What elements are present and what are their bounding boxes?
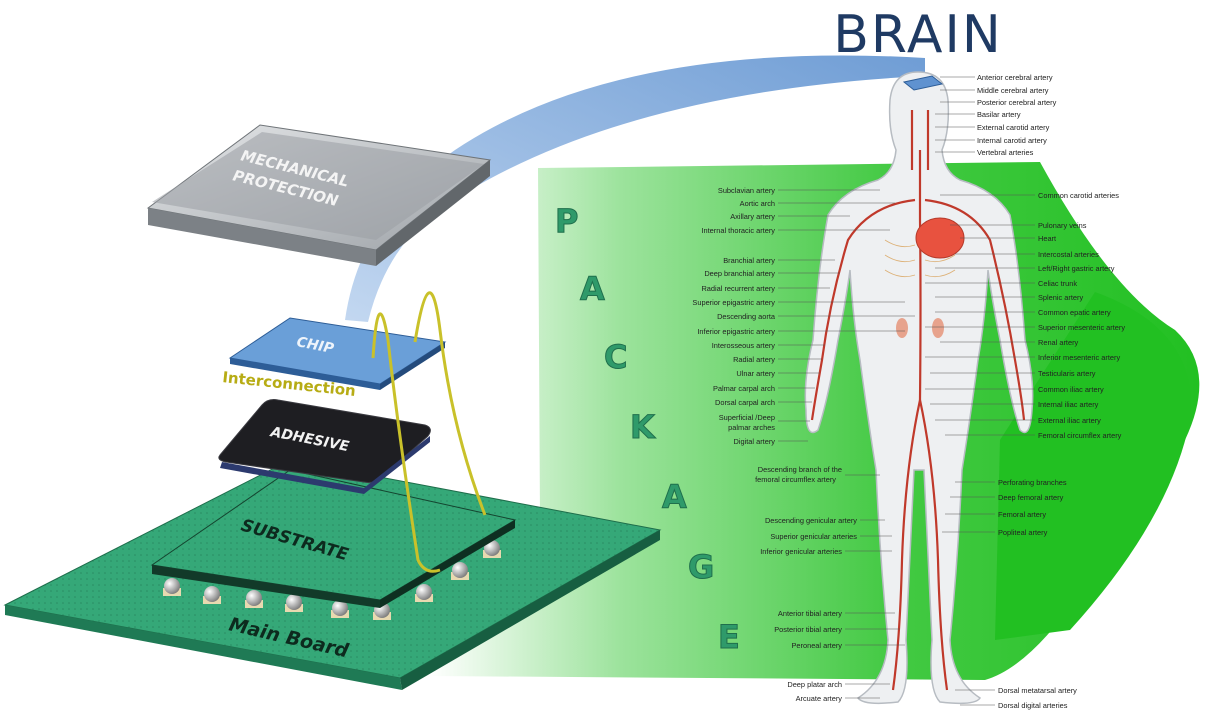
label: Femoral circumflex artery xyxy=(1038,431,1122,440)
label: Internal carotid artery xyxy=(977,136,1047,145)
label: Deep branchial artery xyxy=(704,269,775,278)
label: Radial artery xyxy=(733,355,775,364)
label: Descending branch of the xyxy=(758,465,842,474)
label: Popliteal artery xyxy=(998,528,1048,537)
label: Dorsal carpal arch xyxy=(715,398,775,407)
label: Radial recurrent artery xyxy=(701,284,775,293)
kidney-icon xyxy=(896,318,908,338)
brain-title: BRAIN xyxy=(833,5,1003,65)
label: Dorsal metatarsal artery xyxy=(998,686,1077,695)
package-letter: P xyxy=(555,202,578,240)
label: Pulonary veins xyxy=(1038,221,1087,230)
label: Testicularis artery xyxy=(1038,369,1096,378)
label: Axillary artery xyxy=(730,212,775,221)
label: Inferior mesenteric artery xyxy=(1038,353,1120,362)
label: Inferior epigastric artery xyxy=(697,327,775,336)
label: Descending aorta xyxy=(717,312,776,321)
label: Celiac trunk xyxy=(1038,279,1077,288)
package-letter: A xyxy=(662,478,687,516)
heart-icon xyxy=(916,218,964,258)
label: Posterior cerebral artery xyxy=(977,98,1057,107)
label: Superior genicular arteries xyxy=(770,532,857,541)
label: Anterior tibial artery xyxy=(778,609,842,618)
label: Subclavian artery xyxy=(718,186,775,195)
kidney-icon xyxy=(932,318,944,338)
label: Interosseous artery xyxy=(712,341,776,350)
label: Palmar carpal arch xyxy=(713,384,775,393)
label: Common carotid arteries xyxy=(1038,191,1119,200)
package-letter: E xyxy=(718,618,740,656)
label: Left/Right gastric artery xyxy=(1038,264,1115,273)
label: Deep platar arch xyxy=(787,680,842,689)
label: Superior epigastric artery xyxy=(692,298,775,307)
package-letter: K xyxy=(630,408,656,446)
label: External carotid artery xyxy=(977,123,1050,132)
package-letter: C xyxy=(604,338,627,376)
label: Internal iliac artery xyxy=(1038,400,1099,409)
label: palmar arches xyxy=(728,423,775,432)
label: Middle cerebral artery xyxy=(977,86,1049,95)
label: Vertebral arteries xyxy=(977,148,1034,157)
label: Arcuate artery xyxy=(796,694,843,703)
label: femoral circumflex artery xyxy=(755,475,836,484)
package-letter: A xyxy=(580,270,605,308)
label: Ulnar artery xyxy=(736,369,775,378)
label: Aortic arch xyxy=(740,199,775,208)
label: Internal thoracic artery xyxy=(701,226,775,235)
label: Deep femoral artery xyxy=(998,493,1064,502)
label: Anterior cerebral artery xyxy=(977,73,1053,82)
package-letter: G xyxy=(688,548,714,586)
label: Posterior tibial artery xyxy=(774,625,842,634)
label: Basilar artery xyxy=(977,110,1021,119)
label: Peroneal artery xyxy=(791,641,842,650)
label: Femoral artery xyxy=(998,510,1046,519)
label: Dorsal digital arteries xyxy=(998,701,1068,710)
label: Splenic artery xyxy=(1038,293,1083,302)
mechanical-protection: MECHANICAL PROTECTION xyxy=(148,125,490,266)
label: Perforating branches xyxy=(998,478,1067,487)
label: Superficial /Deep xyxy=(719,413,775,422)
label: Descending genicular artery xyxy=(765,516,857,525)
label: Digital artery xyxy=(734,437,776,446)
label: Common epatic artery xyxy=(1038,308,1111,317)
label: Common iliac artery xyxy=(1038,385,1104,394)
label: External iliac artery xyxy=(1038,416,1101,425)
label: Superior mesenteric artery xyxy=(1038,323,1125,332)
label: Inferior genicular arteries xyxy=(760,547,842,556)
label: Heart xyxy=(1038,234,1056,243)
label: Intercostal arteries xyxy=(1038,250,1099,259)
label: Renal artery xyxy=(1038,338,1079,347)
label: Branchial artery xyxy=(723,256,775,265)
